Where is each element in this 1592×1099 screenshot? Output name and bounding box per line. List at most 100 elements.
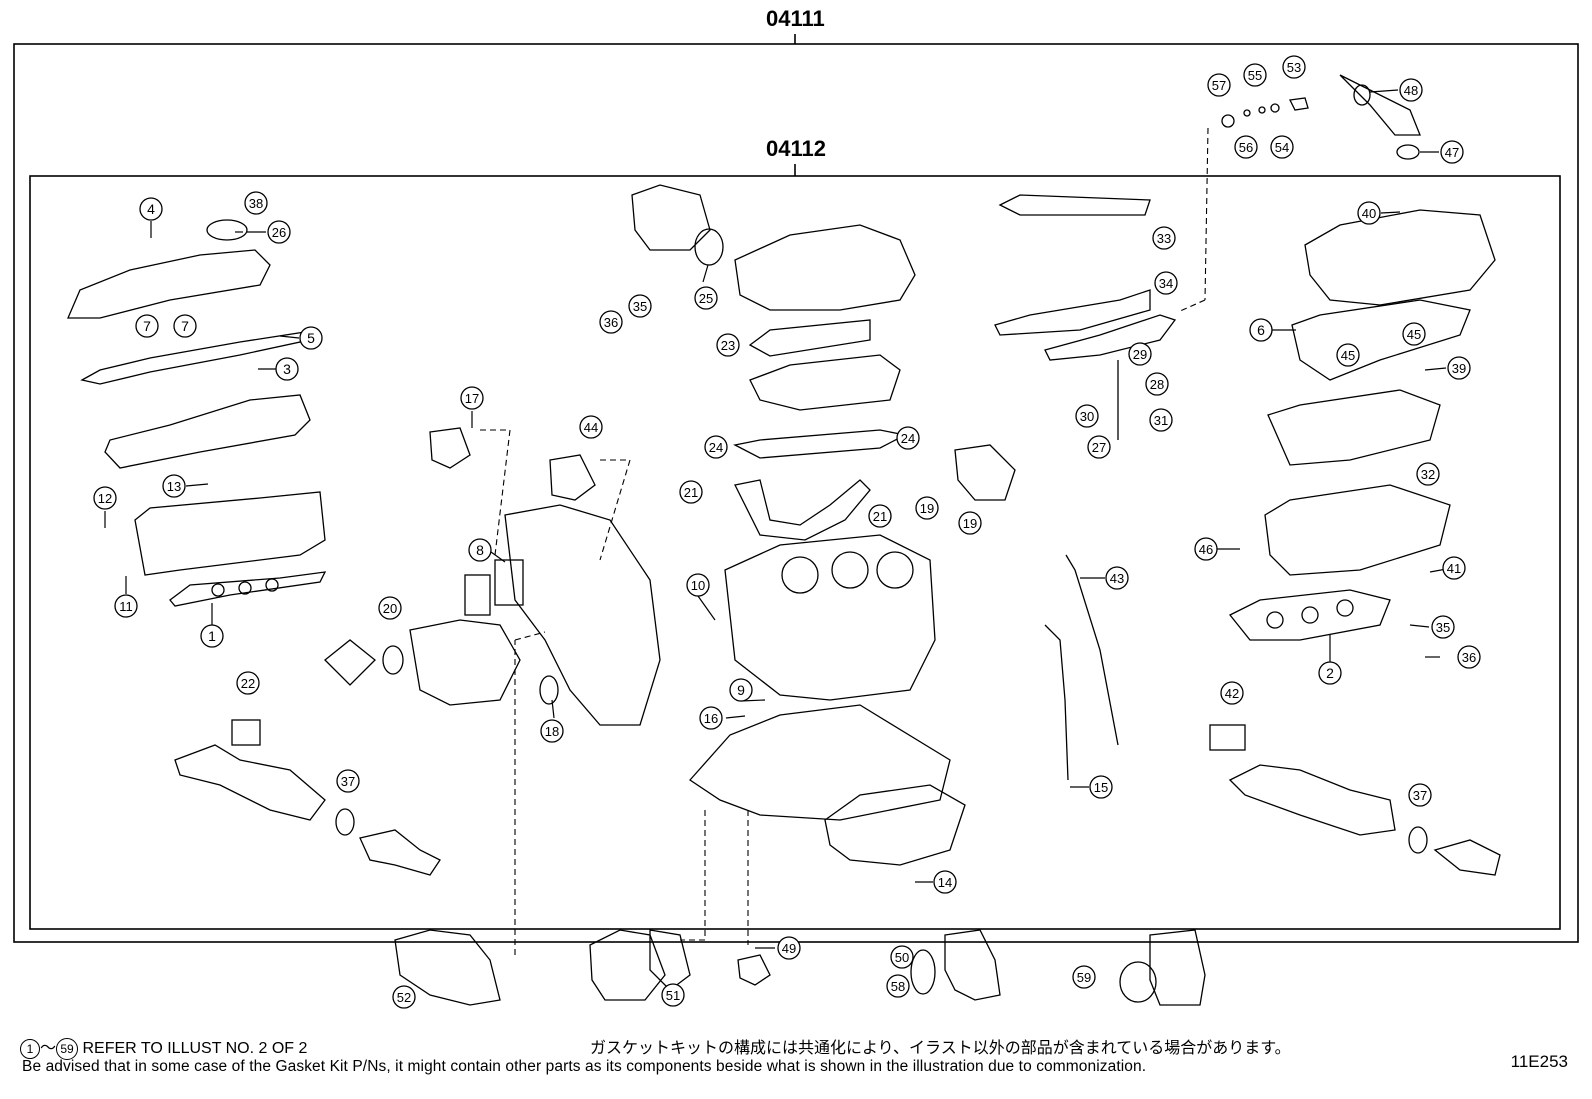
timing-chain-cover [504, 504, 661, 726]
callout-label: 47 [1445, 145, 1459, 160]
callout-55: 55 [1243, 63, 1267, 87]
callout-label: 14 [938, 875, 952, 890]
cylinder-block [724, 534, 936, 701]
callout-circle [1416, 462, 1440, 486]
callout-label: 43 [1110, 571, 1124, 586]
callout-label: 7 [181, 318, 189, 334]
fuel-rail-upper [998, 194, 1151, 216]
callout-label: 45 [1407, 327, 1421, 342]
callout-label: 59 [1077, 970, 1091, 985]
callout-circle [135, 314, 159, 338]
callout-label: 58 [891, 979, 905, 994]
callout-label: 35 [633, 299, 647, 314]
callout-label: 26 [272, 225, 286, 240]
callout-circle [1336, 343, 1360, 367]
callout-label: 55 [1248, 68, 1262, 83]
callout-label: 15 [1094, 780, 1108, 795]
callout-28: 28 [1145, 372, 1169, 396]
callout-7: 7 [173, 314, 197, 338]
callout-circle [1154, 271, 1178, 295]
callout-label: 41 [1447, 561, 1461, 576]
callout-label: 32 [1421, 467, 1435, 482]
callout-37: 37 [1408, 783, 1432, 807]
callout-circle [267, 220, 291, 244]
callout-label: 4 [147, 201, 155, 217]
callout-label: 52 [397, 990, 411, 1005]
callout-circle [1194, 537, 1218, 561]
callout-10: 10 [686, 573, 710, 597]
callout-2: 2 [1318, 661, 1342, 685]
callout-label: 7 [143, 318, 151, 334]
callout-label: 10 [691, 578, 705, 593]
callout-label: 2 [1326, 665, 1334, 681]
callout-label: 28 [1150, 377, 1164, 392]
range-separator: ～ [40, 1040, 57, 1057]
callout-circle [378, 596, 402, 620]
callout-circle [1128, 342, 1152, 366]
callout-label: 21 [684, 485, 698, 500]
callout-7: 7 [135, 314, 159, 338]
callout-11: 11 [114, 594, 138, 618]
callout-label: 33 [1157, 231, 1171, 246]
callout-19: 19 [915, 496, 939, 520]
callout-48: 48 [1399, 78, 1423, 102]
callout-circle [200, 624, 224, 648]
range-end-callout: 59 [56, 1037, 79, 1060]
callout-circle [1087, 435, 1111, 459]
illustration-id: 11E253 [1510, 1052, 1568, 1071]
callout-label: 36 [1462, 650, 1476, 665]
callout-circle [1234, 135, 1258, 159]
callout-27: 27 [1087, 435, 1111, 459]
callout-circle [1457, 645, 1481, 669]
callout-label: 11 [119, 599, 133, 614]
callout-circle [236, 671, 260, 695]
callout-label: 24 [709, 440, 723, 455]
callout-circle [686, 573, 710, 597]
callout-18: 18 [540, 719, 564, 743]
callout-3: 3 [275, 357, 299, 381]
intake-gasket [748, 319, 871, 357]
callout-circle [1220, 681, 1244, 705]
callout-circle [1408, 783, 1432, 807]
callout-56: 56 [1234, 135, 1258, 159]
callout-label: 45 [1341, 348, 1355, 363]
oil-pan-lower [824, 784, 966, 866]
callout-57: 57 [1207, 73, 1231, 97]
callout-circle [915, 496, 939, 520]
callout-label: 35 [1436, 620, 1450, 635]
intake-plenum [734, 224, 916, 311]
callout-58: 58 [886, 974, 910, 998]
callout-label: 37 [1413, 788, 1427, 803]
left-cylinder-head [134, 491, 326, 576]
callout-51: 51 [661, 983, 685, 1007]
callout-circle [299, 326, 323, 350]
callout-label: 13 [167, 479, 181, 494]
callout-label: 56 [1239, 140, 1253, 155]
callout-label: 8 [476, 542, 484, 558]
callout-label: 19 [920, 501, 934, 516]
callout-label: 17 [465, 391, 479, 406]
callout-circle [1145, 372, 1169, 396]
water-bypass-pipe [734, 479, 871, 541]
callout-22: 22 [236, 671, 260, 695]
callout-circle [1357, 201, 1381, 225]
right-head-gasket [1228, 589, 1391, 641]
plate-26 [206, 219, 248, 241]
callout-31: 31 [1149, 408, 1173, 432]
callout-circle [336, 769, 360, 793]
callout-26: 26 [267, 220, 291, 244]
callout-circle [114, 594, 138, 618]
fuel-rail-lower [994, 289, 1151, 336]
oil-dipstick [1065, 554, 1119, 746]
callout-circle [460, 386, 484, 410]
callout-21: 21 [868, 504, 892, 528]
callout-circle [716, 333, 740, 357]
callout-label: 48 [1404, 83, 1418, 98]
callout-label: 24 [901, 431, 915, 446]
callout-label: 46 [1199, 542, 1213, 557]
callout-35: 35 [1431, 615, 1455, 639]
callout-circle [1249, 318, 1273, 342]
callout-label: 23 [721, 338, 735, 353]
callout-circle [275, 357, 299, 381]
